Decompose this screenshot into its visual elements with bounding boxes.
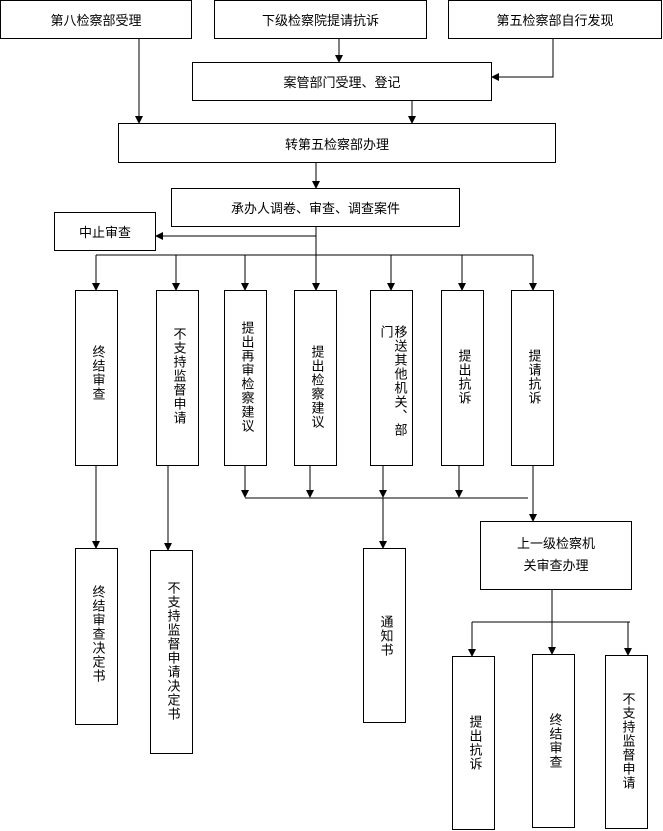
node-label: 通知书 xyxy=(377,615,393,657)
node-transfer-other: 移送其他机关、部门 xyxy=(370,290,413,466)
node-label: 提出抗诉 xyxy=(455,349,471,405)
node-label: 中止审查 xyxy=(78,226,131,241)
node-label: 承办人调卷、审查、调查案件 xyxy=(230,202,400,217)
node-procuratorial-suggestion: 提出检察建议 xyxy=(294,290,337,466)
arrow-n3-to-n4 xyxy=(491,38,554,81)
node-retrial-suggestion: 提出再审检察建议 xyxy=(224,290,267,466)
node-request-protest: 提请抗诉 xyxy=(511,290,554,466)
node-label: 不支持监督申请 xyxy=(619,692,635,790)
node-end-review: 终结审查 xyxy=(75,290,118,466)
node-label: 第八检察部受理 xyxy=(50,14,142,29)
node-notice: 通知书 xyxy=(363,548,406,723)
node-label: 提出抗诉 xyxy=(466,715,482,771)
node-label: 提出检察建议 xyxy=(308,345,324,429)
node-file-protest: 提出抗诉 xyxy=(441,290,484,466)
node-label: 不支持监督申请 xyxy=(170,327,186,425)
node-upper-not-support: 不支持监督申请 xyxy=(605,655,648,829)
node-label-line2: 关审查办理 xyxy=(523,558,589,574)
node-label: 移送其他机关、部门 xyxy=(377,325,407,437)
node-label: 转第五检察部办理 xyxy=(284,137,389,153)
node-label: 终结审查 xyxy=(89,345,105,401)
node-handler-review: 承办人调卷、审查、调查案件 xyxy=(171,188,460,227)
node-case-mgmt-register: 案管部门受理、登记 xyxy=(192,62,492,101)
node-label-line1: 上一级检察机 xyxy=(516,536,595,552)
node-label: 提请抗诉 xyxy=(525,349,541,405)
node-upper-procuratorate: 上一级检察机 关审查办理 xyxy=(480,521,632,590)
node-label: 下级检察院提请抗诉 xyxy=(261,14,379,29)
node-transfer-fifth-dept: 转第五检察部办理 xyxy=(118,123,556,163)
node-upper-end-review: 终结审查 xyxy=(532,654,575,828)
node-not-support-decision: 不支持监督申请决定书 xyxy=(150,550,193,754)
node-not-support: 不支持监督申请 xyxy=(156,290,199,466)
node-label: 不支持监督申请决定书 xyxy=(164,581,180,721)
node-label: 提出再审检察建议 xyxy=(238,321,254,433)
node-lower-procuratorate-appeal: 下级检察院提请抗诉 xyxy=(214,0,427,39)
node-label: 终结审查 xyxy=(546,713,562,769)
node-label: 案管部门受理、登记 xyxy=(283,76,401,91)
node-fifth-dept-discover: 第五检察部自行发现 xyxy=(448,0,662,39)
node-label: 终结审查决定书 xyxy=(89,585,105,683)
node-suspend-review: 中止审查 xyxy=(54,212,156,251)
node-label: 第五检察部自行发现 xyxy=(496,14,614,29)
node-upper-file-protest: 提出抗诉 xyxy=(452,656,495,830)
node-eighth-dept-accept: 第八检察部受理 xyxy=(0,0,192,39)
node-end-review-decision: 终结审查决定书 xyxy=(75,548,118,725)
